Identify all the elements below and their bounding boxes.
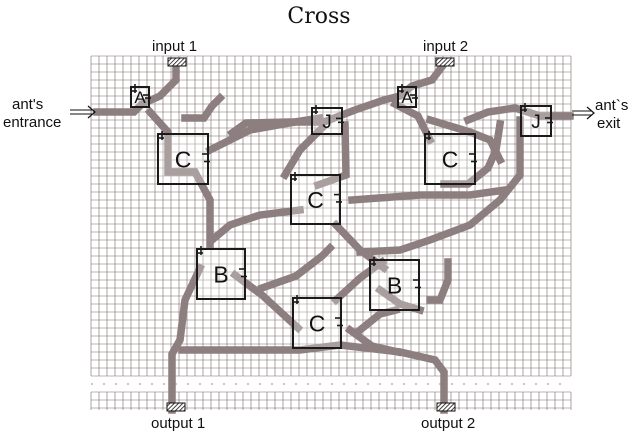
gadget-box [157,133,209,185]
ant-entrance-label-line1: ant's [12,96,44,113]
output-1-label: output 1 [151,415,206,432]
ant-path-segment [347,185,510,205]
arrows [70,105,595,120]
ant-exit-label-line2: exit [597,115,621,132]
input-2-label: input 2 [423,38,469,55]
ant-path-segment [279,122,328,181]
gadget-b1: B [196,246,247,300]
ant-path-segment [426,258,452,304]
gadget-letter: C [175,146,192,172]
gadget-a1: A [130,84,151,108]
gadget-a2: A [397,84,418,108]
output-1-port [166,402,186,412]
gadget-c4: C [292,295,343,349]
ant-path-segment [374,284,425,315]
ant-path-segment [168,263,205,414]
gadget-box [292,297,342,349]
gadget-box [520,105,552,137]
gadget-letter: C [442,146,459,172]
gadget-box [290,174,341,225]
gadget-b2: B [369,257,421,311]
ant-path-segment [226,58,450,139]
ant-path-segment [330,256,388,306]
ant-exit-label-line1: ant`s [595,97,629,114]
ports [166,57,456,412]
gadget-c3: C [424,131,477,185]
gadget-j1: J [311,105,344,135]
gadget-j2: J [520,103,553,137]
gadget-letter: C [309,310,326,336]
gadget-letter: B [387,272,402,298]
ant-entrance-label-line2: entrance [3,114,62,131]
input-1-label: input 1 [152,38,198,55]
gadget-letter: A [401,88,413,107]
gadget-box [369,259,420,311]
arrow-head [87,105,96,119]
output-2-label: output 2 [421,415,476,432]
entrance-arrow [70,105,96,119]
ant-path-segment [144,106,214,249]
ant-path-segment [206,205,305,246]
ant-path-segment [356,116,524,256]
ant-path-segment [93,62,180,116]
diagram-title: Cross [287,4,351,29]
grid-lines [90,55,572,410]
gadget-c1: C [157,131,210,185]
output-2-port [436,402,456,412]
gadgets: A A J J C C C C B B [130,84,553,349]
input-1-port [167,57,187,67]
gadget-letter: C [307,187,324,213]
ant-path-segment [354,305,401,336]
arrow-head [586,106,595,120]
ant-path-segment [344,324,403,357]
gadget-c2: C [290,172,342,225]
gadget-letter: A [134,88,146,107]
gadget-letter: J [322,112,332,133]
ant-path-segment [463,104,574,125]
gadget-box [424,133,476,185]
ant-path-segment [181,92,226,122]
ant-path-segment [313,121,350,190]
input-2-port [435,57,455,67]
gadget-letter: J [531,112,541,133]
exit-arrow [572,106,595,120]
gadget-letter: B [213,261,228,287]
ant-path-segment [257,242,336,293]
gadget-box [196,248,246,300]
